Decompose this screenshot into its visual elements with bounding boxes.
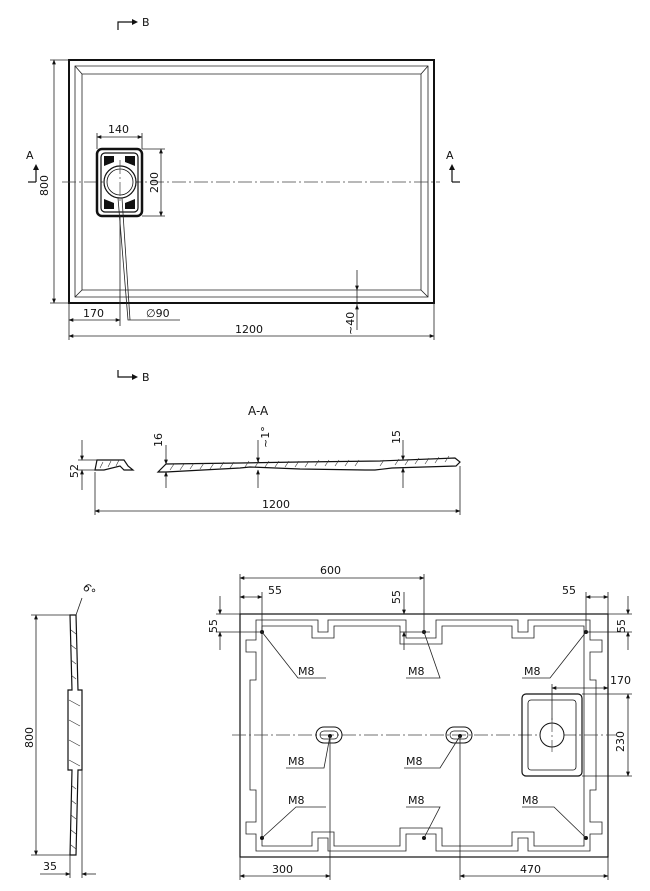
dim-edge-label: ~40 — [344, 312, 357, 335]
bottom-view: M8 M8 M8 M8 M8 M8 M8 M8 — [207, 564, 632, 880]
dim-15: 15 — [390, 430, 405, 488]
dim-15-label: 15 — [390, 430, 403, 444]
dim-52-label: 52 — [68, 464, 81, 478]
section-a-marker-right: A — [446, 149, 460, 183]
dim-230: 230 — [582, 693, 632, 777]
dim-800-label: 800 — [38, 175, 51, 196]
dim-140-label: 140 — [108, 123, 129, 136]
svg-text:M8: M8 — [524, 665, 541, 678]
section-aa-title: A-A — [248, 404, 269, 418]
dim-470: 470 — [459, 736, 609, 880]
dim-140: 140 — [96, 123, 143, 149]
dim-300: 300 — [239, 736, 331, 880]
dim-170-bottom: 170 — [551, 614, 631, 720]
dim-1200-section-label: 1200 — [262, 498, 290, 511]
fastener-label-5: M8 — [404, 735, 461, 769]
dim-35: 35 — [40, 770, 96, 878]
dim-16-label: 16 — [152, 433, 165, 447]
section-b-label-bottom: B — [142, 371, 150, 384]
dim-600: 600 — [239, 564, 425, 632]
dim-55-left-label: 55 — [207, 619, 220, 633]
dim-200-label: 200 — [148, 172, 161, 193]
dim-170-top: 170 — [68, 216, 121, 326]
tray-outline — [68, 59, 435, 304]
dim-170-bottom-label: 170 — [610, 674, 631, 687]
dim-1200-section: 1200 — [94, 466, 461, 515]
dim-55-right-label: 55 — [615, 619, 628, 633]
dim-800-side-label: 800 — [23, 727, 36, 748]
dim-55-a: 55 — [239, 584, 282, 632]
svg-text:M8: M8 — [522, 794, 539, 807]
dim-800-top: 800 — [38, 59, 69, 304]
dim-52: 52 — [68, 440, 97, 490]
section-b-marker-top: B — [117, 16, 150, 30]
section-a-label-left: A — [26, 149, 34, 162]
dim-1200-top: 1200 — [68, 303, 435, 340]
fastener-label-7: M8 — [406, 794, 441, 839]
dim-55-a-label: 55 — [268, 584, 282, 597]
dim-470-label: 470 — [520, 863, 541, 876]
fastener-label-2: M8 — [406, 631, 441, 679]
fastener-label-6: M8 — [261, 794, 326, 839]
dim-600-label: 600 — [320, 564, 341, 577]
top-view: B B A A — [26, 16, 460, 384]
dim-35-label: 35 — [43, 860, 57, 873]
dim-230-label: 230 — [614, 731, 627, 752]
dim-200: 200 — [142, 148, 165, 217]
dim-300-label: 300 — [272, 863, 293, 876]
fastener-label-3: M8 — [522, 631, 587, 679]
section-aa: A-A 52 16 ~1° — [68, 404, 461, 515]
svg-text:M8: M8 — [406, 755, 423, 768]
svg-text:M8: M8 — [288, 794, 305, 807]
bottom-rib-contour — [245, 619, 603, 852]
fastener-label-8: M8 — [522, 794, 587, 839]
dim-55-b: 55 — [390, 590, 430, 650]
dim-55-left: 55 — [207, 596, 262, 650]
section-a-marker-left: A — [26, 149, 39, 183]
svg-text:M8: M8 — [408, 794, 425, 807]
dim-55-c: 55 — [562, 584, 609, 632]
side-view: 6° 800 35 — [23, 581, 98, 878]
fastener-label-1: M8 — [261, 631, 326, 679]
dim-diameter-label: ∅90 — [146, 307, 170, 320]
dim-55-c-label: 55 — [562, 584, 576, 597]
dim-angle-label: 6° — [80, 581, 98, 599]
dim-diameter: ∅90 — [117, 197, 180, 321]
dim-slope: ~1° — [256, 426, 272, 488]
dim-1200-label: 1200 — [235, 323, 263, 336]
dim-edge: ~40 — [344, 270, 359, 335]
svg-text:M8: M8 — [288, 755, 305, 768]
dim-170-label: 170 — [83, 307, 104, 320]
dim-55-right: 55 — [586, 596, 632, 650]
section-b-label-top: B — [142, 16, 150, 29]
drain-top-view — [95, 147, 144, 218]
dim-16: 16 — [152, 433, 168, 488]
section-b-marker-bottom: B — [117, 370, 150, 384]
section-a-label-right: A — [446, 149, 454, 162]
svg-text:M8: M8 — [408, 665, 425, 678]
dim-55-b-label: 55 — [390, 590, 403, 604]
fastener-label-4: M8 — [286, 735, 331, 769]
svg-text:M8: M8 — [298, 665, 315, 678]
dim-800-side: 800 — [23, 614, 70, 856]
dim-slope-label: ~1° — [259, 426, 272, 448]
bottom-slot-right — [445, 726, 473, 744]
section-aa-profile — [94, 455, 461, 473]
